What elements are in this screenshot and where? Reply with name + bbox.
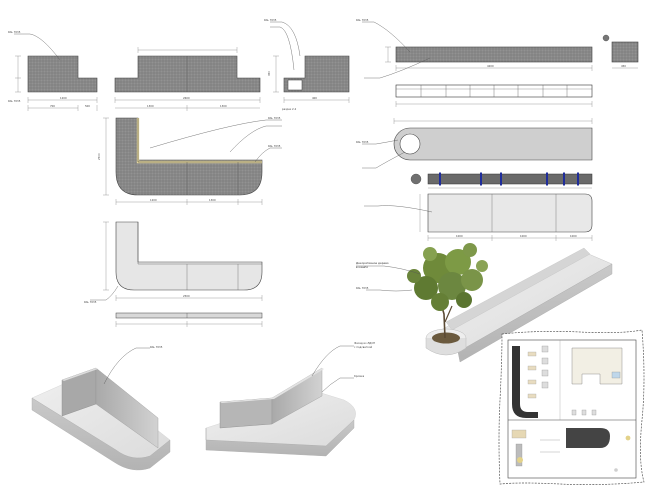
dim-s-c: 1000 [570, 234, 577, 238]
label-tree-ral: RAL 7035 [356, 286, 369, 290]
elevation-1: 1200 700 500 RAL 7035 RAL 7035 [8, 30, 98, 111]
plan-view-2: 2500 RAL 7035 [84, 221, 263, 327]
dim-r-h: 450 [621, 64, 626, 68]
label-material-bench: RAL 7035 [84, 300, 97, 304]
section-view: 400 450 RAL 7035 разрез 2-2 [264, 18, 350, 111]
label-iso-left-tag: RAL 7035 [150, 345, 163, 349]
bench-with-markers [410, 172, 593, 189]
label-section-tag: RAL 7035 [264, 18, 277, 22]
elevation-2: 2600 1300 1300 [114, 47, 261, 111]
long-bench-frame [395, 84, 593, 107]
dim-p1-b: 1300 [209, 198, 216, 202]
iso-render-left: RAL 7035 [31, 345, 171, 471]
label-tree-note-2: в кашпо [356, 265, 368, 269]
dim-r-total: 4200 [487, 64, 494, 68]
floor-plan [498, 329, 645, 486]
long-bench-elevation: 4200 RAL 7035 450 [356, 18, 639, 79]
dim-e1-a: 700 [50, 104, 55, 108]
iso-render-right: Фасад из ЛДСП с подсветкой Кромка [205, 341, 375, 457]
label-iso-right-note-3: Кромка [354, 374, 365, 378]
bench-modules-plan: 1000 1000 1000 [364, 193, 593, 241]
dim-e2-a: 1300 [147, 104, 154, 108]
round-end-bench-plan: RAL 7035 [356, 118, 593, 169]
plan-view-1: 1200 1300 2500 RAL 7035 RAL 7035 [97, 116, 282, 205]
dim-e3-h: 450 [267, 71, 271, 76]
dim-s-b: 1000 [520, 234, 527, 238]
label-iso-right-note-1: Фасад из ЛДСП [354, 341, 375, 345]
dim-e2-total: 2600 [183, 96, 190, 100]
label-material-round: RAL 7035 [356, 18, 369, 22]
label-material-plan-top: RAL 7035 [268, 116, 281, 120]
dim-e3-w: 400 [312, 96, 317, 100]
label-material-round-side: RAL 7035 [356, 140, 369, 144]
dim-e2-b: 1300 [220, 104, 227, 108]
label-material-plan-inner: RAL 7035 [268, 144, 281, 148]
label-material-elevation: RAL 7035 [8, 30, 21, 34]
dim-p1-a: 1200 [150, 198, 157, 202]
dim-s-a: 1000 [456, 234, 463, 238]
label-iso-right-note-2: с подсветкой [354, 345, 373, 349]
tree-bench-render: Декоративное дерево в кашпо RAL 7035 [356, 243, 613, 363]
label-material-side: RAL 7035 [8, 99, 21, 103]
dim-p1-total: 2500 [97, 153, 101, 160]
dim-p2-total: 2500 [183, 294, 190, 298]
label-tree-note-1: Декоративное дерево [356, 261, 389, 265]
dim-e1-total: 1200 [60, 96, 67, 100]
dim-e1-b: 500 [85, 104, 90, 108]
label-section-cut: разрез 2-2 [282, 107, 297, 111]
